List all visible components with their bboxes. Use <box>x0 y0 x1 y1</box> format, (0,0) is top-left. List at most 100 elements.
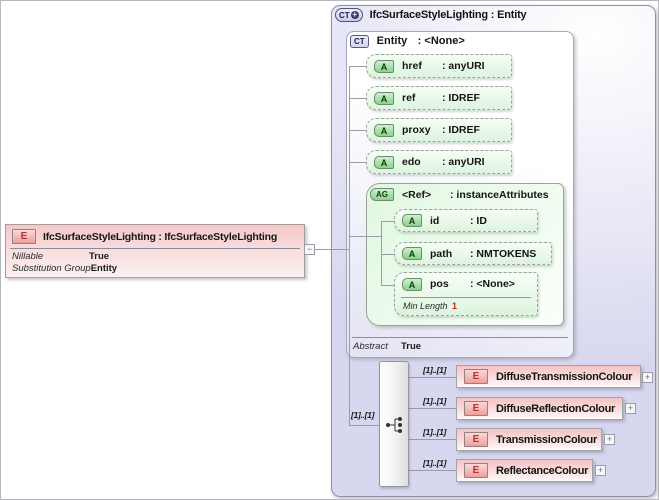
base-type-name: Entity <box>376 35 408 47</box>
panel-header: CT+ IfcSurfaceStyleLighting : Entity <box>335 7 527 23</box>
facet-row: Min Length 1 <box>395 298 537 314</box>
element-reflectance-colour[interactable]: E ReflectanceColour <box>456 459 593 482</box>
attribute-group-icon: AG <box>370 188 394 201</box>
complex-type-derived-icon: CT+ <box>335 8 363 22</box>
footer-separator <box>352 337 568 338</box>
collapse-toggle[interactable]: − <box>304 244 315 255</box>
sequence-cardinality: [1]..[1] <box>351 410 375 420</box>
facet-label: Min Length <box>403 301 448 311</box>
attribute-group-header: AG <Ref> : instanceAttributes <box>370 187 549 202</box>
plus-circle-icon: + <box>350 10 359 19</box>
property-row: Nillable True <box>6 251 304 263</box>
attribute-pos[interactable]: A pos : <None> Min Length 1 <box>394 272 538 316</box>
element-diffuse-transmission-colour[interactable]: E DiffuseTransmissionColour <box>456 365 641 388</box>
property-row: Substitution Group Entity <box>6 263 304 275</box>
attribute-icon: A <box>402 277 422 291</box>
connector-attr-path <box>381 254 394 255</box>
connector-attr-group <box>349 236 381 237</box>
attribute-icon: A <box>374 91 394 105</box>
attribute-name: path <box>430 247 453 260</box>
connector-attr-ref <box>349 98 366 99</box>
facet-separator <box>401 297 531 298</box>
attribute-type: : IDREF <box>442 124 480 136</box>
property-value: Entity <box>90 263 118 274</box>
attribute-icon: A <box>374 59 394 73</box>
element-icon: E <box>12 229 36 244</box>
connector-to-sequence <box>349 425 379 426</box>
attribute-icon: A <box>374 155 394 169</box>
attribute-type: : IDREF <box>442 92 480 104</box>
connector-child-2 <box>409 408 456 409</box>
expand-toggle[interactable]: + <box>642 372 653 383</box>
complex-type-icon: CT <box>350 34 369 48</box>
attribute-path[interactable]: A path : NMTOKENS <box>394 242 552 265</box>
attribute-edo[interactable]: A edo : anyURI <box>366 150 512 174</box>
element-icon: E <box>464 432 488 447</box>
expand-toggle[interactable]: + <box>595 465 606 476</box>
connector-child-1 <box>409 377 456 378</box>
child-cardinality: [1]..[1] <box>423 427 447 437</box>
attribute-group-type: : instanceAttributes <box>450 188 549 201</box>
attribute-type: : anyURI <box>442 156 485 168</box>
attribute-id[interactable]: A id : ID <box>394 209 538 232</box>
connector-child-4 <box>409 470 456 471</box>
element-icon: E <box>464 369 488 384</box>
attribute-name: href <box>402 60 422 72</box>
connector-attr-pos <box>381 285 394 286</box>
attribute-icon: A <box>402 247 422 260</box>
attribute-proxy[interactable]: A proxy : IDREF <box>366 118 512 142</box>
attribute-icon: A <box>402 214 422 227</box>
root-element-header: E IfcSurfaceStyleLighting : IfcSurfaceSt… <box>6 225 304 248</box>
ct-glyph: CT <box>339 10 350 20</box>
element-name: TransmissionColour <box>496 433 597 446</box>
attribute-name: ref <box>402 92 416 104</box>
expand-toggle[interactable]: + <box>604 434 615 445</box>
element-transmission-colour[interactable]: E TransmissionColour <box>456 428 602 451</box>
sequence-icon <box>386 417 402 433</box>
base-type-header: CT Entity : <None> <box>350 33 465 49</box>
root-element-box[interactable]: E IfcSurfaceStyleLighting : IfcSurfaceSt… <box>5 224 305 278</box>
attribute-type: : NMTOKENS <box>470 247 537 260</box>
connector-attr-edo <box>349 162 366 163</box>
attribute-href[interactable]: A href : anyURI <box>366 54 512 78</box>
connector-root-to-panel <box>315 249 349 250</box>
connector-attr-proxy <box>349 130 366 131</box>
attribute-type: : anyURI <box>442 60 485 72</box>
element-icon: E <box>464 401 488 416</box>
attribute-name: edo <box>402 156 421 168</box>
sequence-bar[interactable] <box>379 361 409 487</box>
attribute-name: pos <box>430 278 449 290</box>
property-label: Nillable <box>12 251 44 262</box>
element-icon: E <box>464 463 488 478</box>
property-value: True <box>89 251 110 262</box>
attribute-group-name: <Ref> <box>402 188 432 201</box>
attribute-ref[interactable]: A ref : IDREF <box>366 86 512 110</box>
connector-group-trunk <box>381 221 382 286</box>
abstract-value: True <box>401 341 422 352</box>
attribute-pos-row: A pos : <None> <box>395 273 537 295</box>
connector-trunk <box>349 66 350 426</box>
property-label: Substitution Group <box>12 263 91 274</box>
attribute-name: id <box>430 214 440 227</box>
attribute-icon: A <box>374 123 394 137</box>
child-cardinality: [1]..[1] <box>423 458 447 468</box>
panel-title: IfcSurfaceStyleLighting : Entity <box>369 9 527 21</box>
child-cardinality: [1]..[1] <box>423 396 447 406</box>
attribute-name: proxy <box>402 124 431 136</box>
attribute-type: : <None> <box>470 278 515 290</box>
expand-toggle[interactable]: + <box>625 403 636 414</box>
root-element-separator <box>10 248 300 249</box>
abstract-label: Abstract <box>353 341 388 352</box>
base-type-type: : <None> <box>417 35 465 47</box>
connector-child-3 <box>409 439 456 440</box>
child-cardinality: [1]..[1] <box>423 365 447 375</box>
connector-attr-id <box>381 221 394 222</box>
element-name: ReflectanceColour <box>496 464 589 477</box>
connector-attr-href <box>349 66 366 67</box>
facet-value: 1 <box>452 301 458 311</box>
attribute-type: : ID <box>470 214 487 227</box>
element-name: DiffuseTransmissionColour <box>496 370 633 383</box>
root-element-title: IfcSurfaceStyleLighting : IfcSurfaceStyl… <box>43 230 278 243</box>
element-diffuse-reflection-colour[interactable]: E DiffuseReflectionColour <box>456 397 623 420</box>
